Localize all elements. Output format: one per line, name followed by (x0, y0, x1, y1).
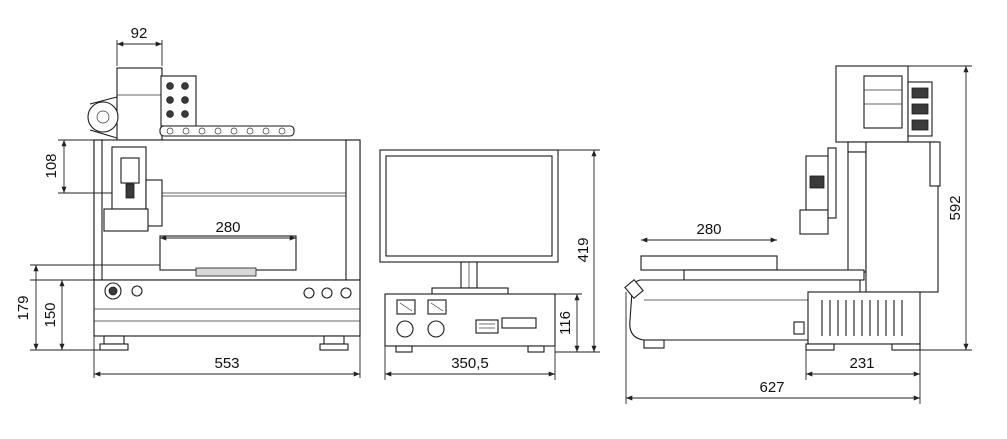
dim-front-table-width: 280 (215, 219, 240, 236)
dim-side-total-height: 592 (947, 195, 964, 220)
dim-controller-width: 350,5 (451, 355, 489, 372)
dim-monitor-height: 419 (575, 237, 592, 262)
cable-chain (159, 125, 295, 137)
dim-controller-height: 116 (557, 311, 574, 335)
monitor-controller-view: 419 116 350,5 (379, 149, 600, 380)
front-view: 92 108 280 179 150 553 (15, 25, 361, 378)
dim-side-table-width: 280 (696, 221, 721, 238)
fitting-grid (166, 82, 189, 118)
dim-front-gantry-height: 108 (43, 153, 60, 178)
dim-side-total-width: 627 (759, 379, 784, 396)
dim-front-base-height: 150 (42, 302, 59, 327)
vent-grille (821, 300, 903, 336)
dim-front-total-width: 553 (214, 355, 239, 372)
dim-front-top-width: 92 (131, 25, 148, 42)
dim-front-total-height: 179 (15, 295, 32, 320)
side-view: 280 592 231 627 (624, 65, 972, 404)
dim-side-base-width: 231 (849, 355, 874, 372)
